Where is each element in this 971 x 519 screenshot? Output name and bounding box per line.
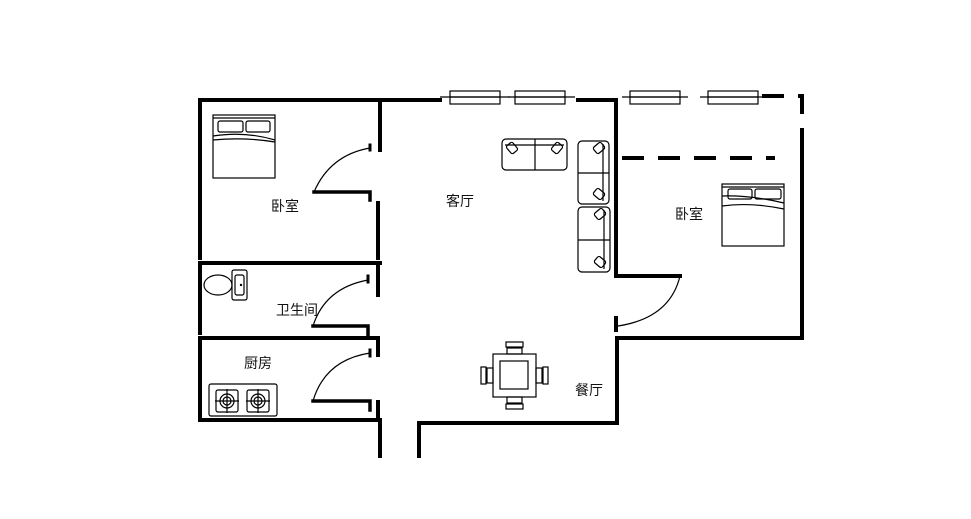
dining-table-icon [480, 341, 549, 410]
walls [198, 94, 804, 458]
bed-icon [212, 114, 276, 179]
windows [440, 90, 765, 105]
room-label-bedroom-1: 卧室 [271, 199, 299, 215]
room-label-dining-room: 餐厅 [575, 383, 603, 399]
stove-icon [208, 383, 278, 417]
toilet-icon [203, 269, 248, 301]
room-label-kitchen: 厨房 [244, 356, 272, 372]
bed-icon [721, 183, 785, 247]
sofa-icon [577, 140, 610, 205]
doors [311, 143, 681, 412]
sofa-icon [577, 206, 611, 273]
room-label-bedroom-2: 卧室 [675, 207, 703, 223]
room-label-living-room: 客厅 [446, 194, 474, 210]
sofa-icon [501, 138, 568, 171]
room-label-bathroom: 卫生间 [276, 303, 318, 319]
